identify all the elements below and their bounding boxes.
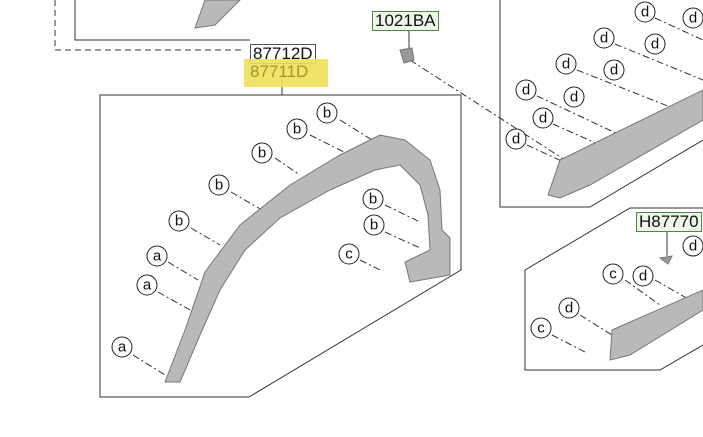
svg-text:d: d	[610, 62, 618, 79]
top-left-part	[194, 0, 241, 29]
clip-1021BA	[399, 47, 415, 64]
top-right-panel	[499, 0, 703, 208]
callout-d: d	[603, 59, 625, 81]
callout-a: a	[136, 274, 158, 296]
callout-b: b	[208, 174, 230, 196]
callout-d: d	[682, 235, 703, 257]
side-sill-molding-part	[547, 89, 703, 199]
wheel-arch-molding-part	[164, 134, 451, 383]
callout-c: c	[338, 243, 360, 265]
svg-text:b: b	[369, 191, 377, 208]
svg-text:a: a	[143, 277, 152, 294]
callout-d: d	[593, 27, 615, 49]
svg-text:d: d	[539, 110, 547, 127]
svg-text:d: d	[689, 238, 697, 255]
svg-text:b: b	[323, 105, 331, 122]
callout-d: d	[558, 297, 580, 319]
callout-c: c	[602, 263, 624, 285]
svg-text:b: b	[215, 177, 223, 194]
part-label-1021BA[interactable]: 1021BA	[372, 11, 439, 31]
svg-text:a: a	[153, 248, 162, 265]
callout-b: b	[286, 118, 308, 140]
part-label-87711D-highlighted[interactable]: 87711D	[244, 59, 328, 87]
callout-d: d	[532, 107, 554, 129]
callout-a: a	[111, 336, 133, 358]
svg-text:c: c	[345, 246, 353, 263]
svg-text:d: d	[570, 89, 578, 106]
callout-d: d	[634, 1, 656, 23]
callout-d: d	[632, 265, 654, 287]
svg-text:d: d	[641, 4, 649, 21]
callout-b: b	[251, 142, 273, 164]
top-left-dashed-panel	[54, 0, 245, 51]
callout-b: b	[362, 188, 384, 210]
callout-d: d	[644, 33, 666, 55]
svg-text:b: b	[258, 145, 266, 162]
svg-text:d: d	[689, 10, 697, 27]
svg-text:b: b	[370, 217, 378, 234]
bottom-right-panel	[524, 207, 703, 371]
svg-text:d: d	[639, 268, 647, 285]
top-left-panel	[74, 0, 250, 41]
svg-text:d: d	[522, 82, 530, 99]
callout-d: d	[555, 53, 577, 75]
part-label-87711D: 87711D	[250, 62, 309, 81]
part-label-H87770[interactable]: H87770	[636, 212, 702, 232]
callout-d: d	[682, 7, 703, 29]
callout-b: b	[316, 102, 338, 124]
callout-d: d	[563, 86, 585, 108]
svg-text:b: b	[175, 213, 183, 230]
svg-text:d: d	[600, 30, 608, 47]
rear-sill-molding-part	[609, 289, 703, 361]
svg-text:c: c	[537, 320, 545, 337]
callout-a: a	[146, 245, 168, 267]
svg-text:d: d	[565, 300, 573, 317]
clip-H87770	[658, 255, 673, 265]
callout-d: d	[515, 79, 537, 101]
svg-text:d: d	[512, 131, 520, 148]
main-panel	[99, 94, 462, 398]
callout-d: d	[505, 128, 527, 150]
callout-c: c	[530, 317, 552, 339]
svg-text:c: c	[609, 266, 617, 283]
svg-text:b: b	[293, 121, 301, 138]
svg-text:d: d	[562, 56, 570, 73]
callout-b: b	[363, 214, 385, 236]
callout-b: b	[168, 210, 190, 232]
svg-text:a: a	[118, 339, 127, 356]
svg-text:d: d	[651, 36, 659, 53]
